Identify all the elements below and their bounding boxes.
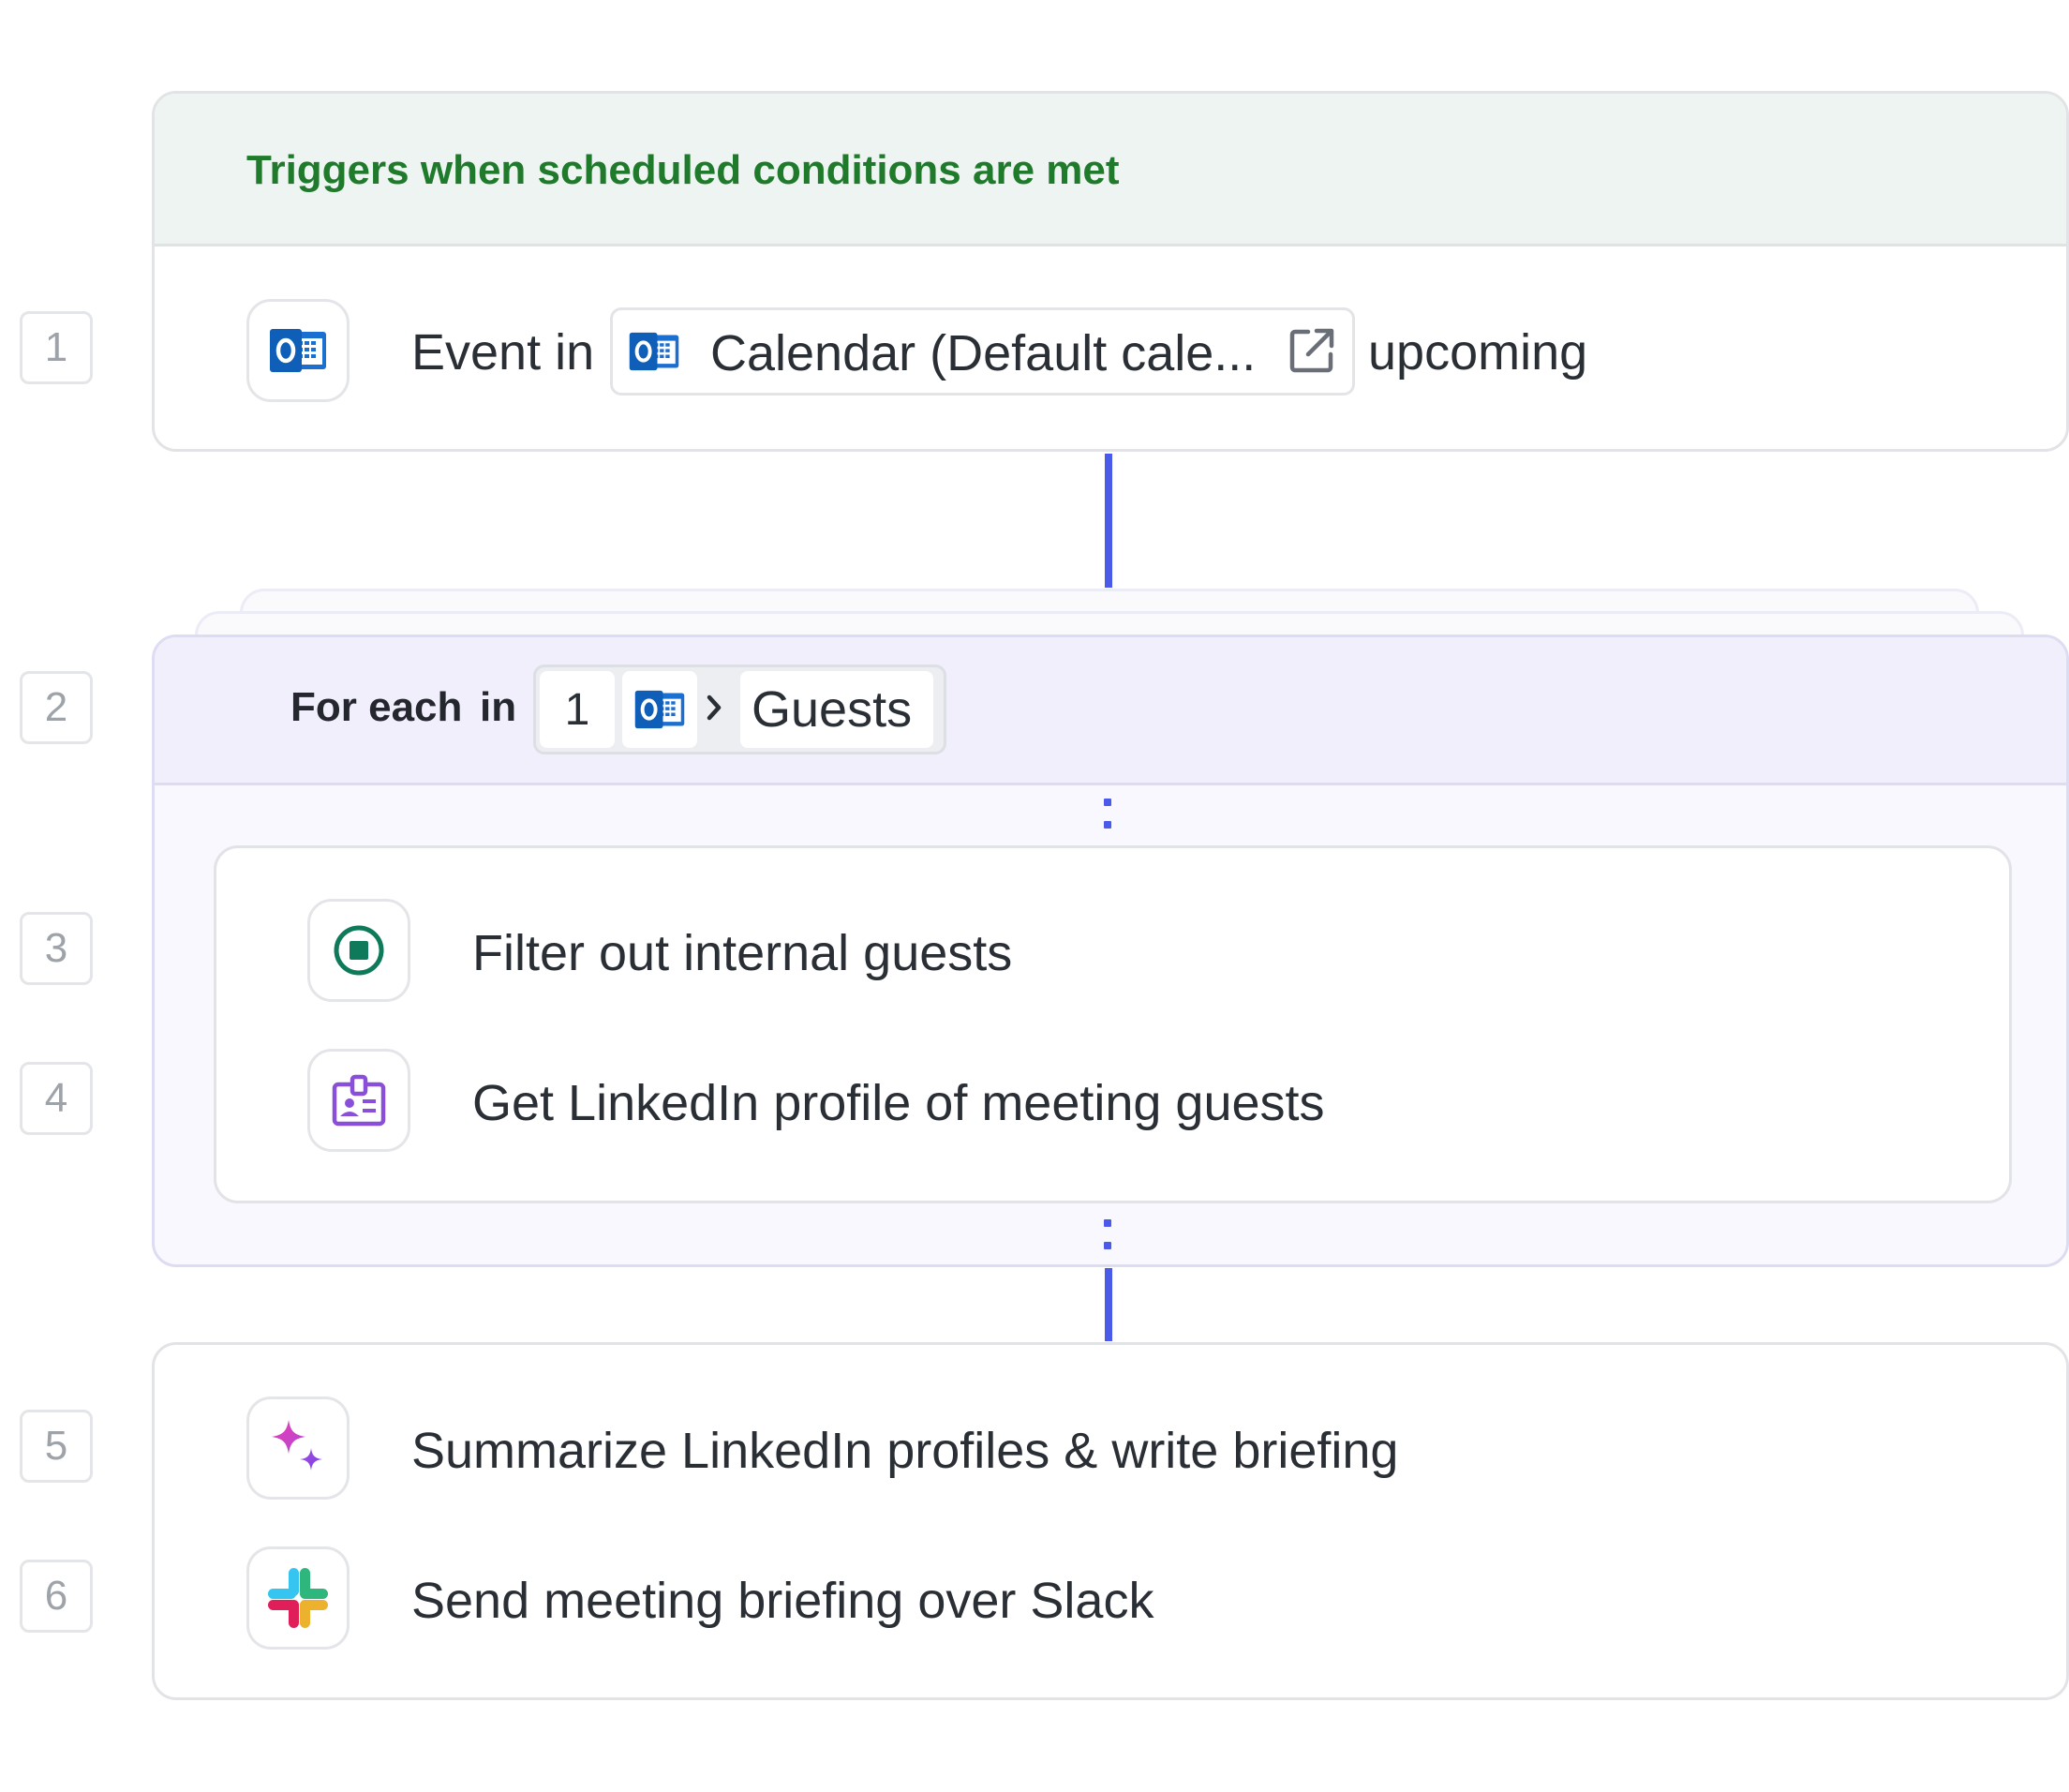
loop-source-step-ref: 1	[540, 671, 615, 748]
filter-stop-icon	[307, 899, 410, 1002]
loop-for-each-label: For each	[290, 684, 463, 730]
step-number-3: 3	[20, 912, 93, 985]
slack-icon	[246, 1546, 350, 1650]
connector-line	[1105, 454, 1112, 588]
step-4-label[interactable]: Get LinkedIn profile of meeting guests	[472, 1075, 1325, 1131]
step-6-label[interactable]: Send meeting briefing over Slack	[411, 1573, 1154, 1629]
trigger-card[interactable]: Triggers when scheduled conditions are m…	[152, 91, 2069, 452]
loop-card[interactable]: For each in 1 Gues	[152, 635, 2069, 1267]
calendar-chip-label: Calendar (Default cale...	[710, 325, 1257, 381]
trigger-header: Triggers when scheduled conditions are m…	[155, 94, 2066, 246]
outlook-icon	[628, 327, 680, 381]
step-3-label[interactable]: Filter out internal guests	[472, 925, 1013, 981]
step-number-5: 5	[20, 1410, 93, 1483]
final-steps-card: Summarize LinkedIn profiles & write brie…	[152, 1342, 2069, 1700]
loop-source-chip[interactable]: 1 Guests	[533, 665, 946, 754]
outlook-icon	[622, 671, 697, 748]
connector-line	[1105, 1268, 1112, 1341]
step-5-label[interactable]: Summarize LinkedIn profiles & write brie…	[411, 1423, 1399, 1479]
loop-in-label: in	[480, 684, 517, 730]
dotted-connector	[1104, 1219, 1111, 1257]
id-badge-icon	[307, 1049, 410, 1152]
dotted-connector	[1104, 799, 1111, 836]
trigger-prefix: Event in	[411, 324, 595, 381]
calendar-chip[interactable]: Calendar (Default cale...	[610, 307, 1355, 396]
trigger-title: Triggers when scheduled conditions are m…	[246, 147, 1120, 193]
step-number-1: 1	[20, 311, 93, 384]
step-number-6: 6	[20, 1560, 93, 1633]
trigger-suffix: upcoming	[1368, 324, 1588, 381]
ai-sparkle-icon	[246, 1396, 350, 1500]
loop-inner-card: Filter out internal guests Get LinkedIn …	[214, 845, 2012, 1203]
outlook-icon	[246, 299, 350, 402]
step-number-4: 4	[20, 1062, 93, 1135]
chevron-right-icon	[705, 692, 725, 728]
external-link-icon[interactable]	[1288, 326, 1336, 380]
loop-source-field: Guests	[740, 671, 933, 748]
loop-header: For each in 1 Gues	[155, 637, 2066, 785]
step-number-2: 2	[20, 671, 93, 744]
